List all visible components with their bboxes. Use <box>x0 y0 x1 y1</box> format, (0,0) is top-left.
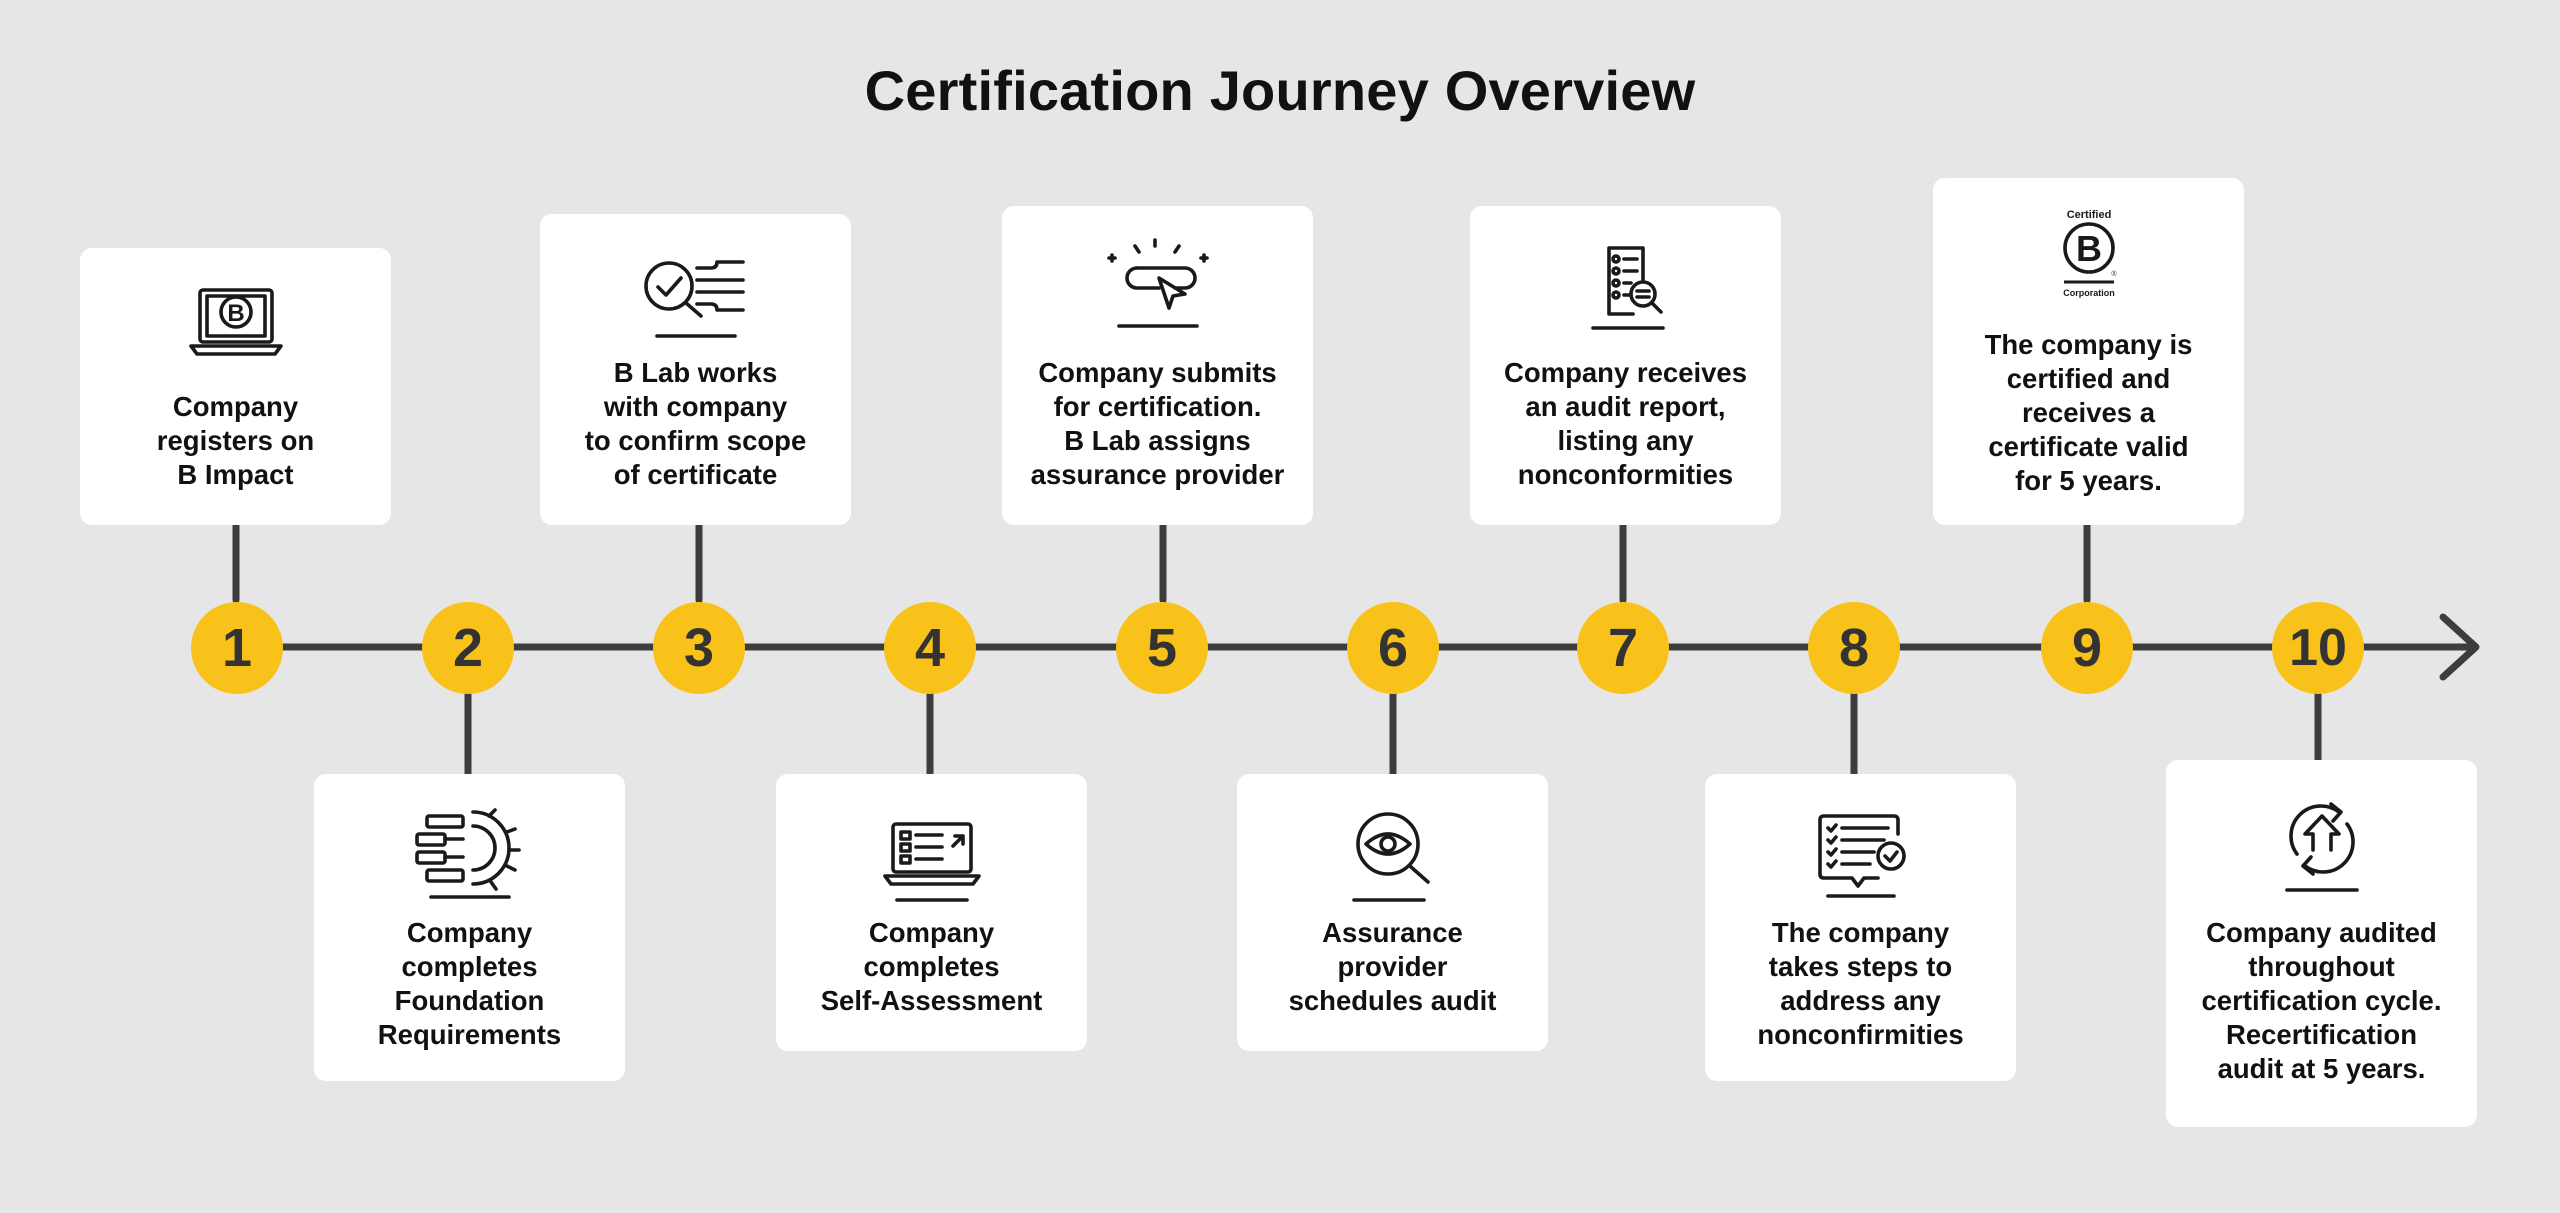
timeline-arrow-icon <box>2439 613 2480 681</box>
certified-b-corporation-logo: Certified B ® Corporation <box>2062 209 2117 298</box>
step-5-text: Company submits for certification. B Lab… <box>1030 357 1285 490</box>
step-3-text: B Lab works with company to confirm scop… <box>584 357 807 490</box>
step-4-text: Company completes Self-Assessment <box>820 917 1043 1016</box>
logo-letter: B <box>2076 228 2102 269</box>
svg-text:®: ® <box>2111 270 2117 278</box>
step-6-card: Assurance provider schedules audit <box>1237 774 1548 1051</box>
step-5-number: 5 <box>1116 602 1208 694</box>
page-title: Certification Journey Overview <box>864 59 1696 122</box>
step-8-number: 8 <box>1808 602 1900 694</box>
laptop-form-icon <box>882 822 981 902</box>
report-magnifier-icon <box>1590 246 1665 330</box>
logo-bottom-text: Corporation <box>2063 288 2115 298</box>
step-9-card: Certified B ® Corporation The company is… <box>1933 178 2244 525</box>
step-6-number: 6 <box>1347 602 1439 694</box>
logo-top-text: Certified <box>2066 209 2111 221</box>
step-2-text: Company completes Foundation Requirement… <box>377 917 562 1050</box>
step-9-text: The company is certified and receives a … <box>1984 329 2193 496</box>
step-2-card: Company completes Foundation Requirement… <box>314 774 625 1081</box>
step-7-text: Company receives an audit report, listin… <box>1503 357 1748 490</box>
step-7-card: Company receives an audit report, listin… <box>1470 206 1781 525</box>
step-6-text: Assurance provider schedules audit <box>1288 917 1497 1016</box>
step-7-number: 7 <box>1577 602 1669 694</box>
step-10-number: 10 <box>2272 602 2364 694</box>
step-1-text: Company registers on B Impact <box>156 391 315 490</box>
step-3-card: B Lab works with company to confirm scop… <box>540 214 851 525</box>
eye-magnifier-icon <box>1351 812 1430 902</box>
svg-text:B: B <box>227 300 244 327</box>
laptop-b-logo-icon: B <box>188 288 283 356</box>
step-10-card: Company audited throughout certification… <box>2166 760 2477 1127</box>
step-10-text: Company audited throughout certification… <box>2201 917 2442 1084</box>
step-3-number: 3 <box>653 602 745 694</box>
step-8-card: The company takes steps to address any n… <box>1705 774 2016 1081</box>
step-1-number: 1 <box>191 602 283 694</box>
step-5-card: Company submits for certification. B Lab… <box>1002 206 1313 525</box>
step-9-number: 9 <box>2041 602 2133 694</box>
step-1-card: B Company registers on B Impact <box>80 248 391 525</box>
step-4-number: 4 <box>884 602 976 694</box>
step-8-text: The company takes steps to address any n… <box>1757 917 1964 1050</box>
step-2-number: 2 <box>422 602 514 694</box>
submit-button-cursor-icon <box>1106 238 1209 328</box>
magnify-check-icon <box>643 260 745 338</box>
checklist-speech-icon <box>1817 814 1906 898</box>
cycle-upload-icon <box>2284 802 2359 892</box>
gear-modules-icon <box>414 808 521 899</box>
step-4-card: Company completes Self-Assessment <box>776 774 1087 1051</box>
